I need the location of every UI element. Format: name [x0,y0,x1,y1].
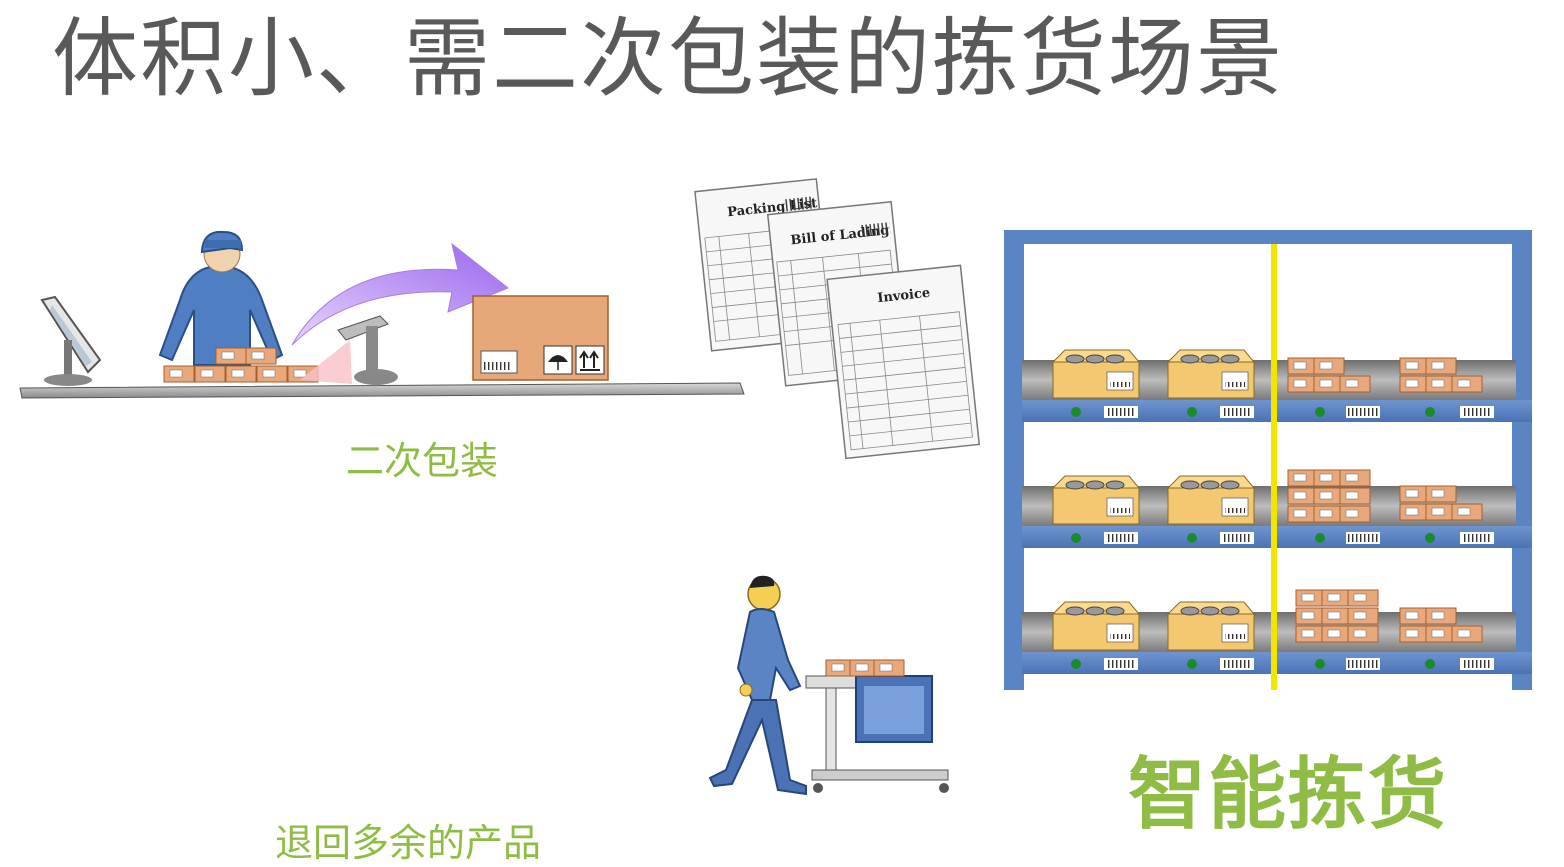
picking-shelf [1004,230,1532,690]
secondary-packing-caption: 二次包装 [346,430,498,485]
monitor-icon [42,297,100,386]
shelf-top-beam [1004,230,1532,244]
worker-figure [160,232,282,365]
umbrella-icon [544,346,572,374]
workbench [20,383,744,398]
return-extra-caption: 退回多余的产品 [275,812,541,867]
packing-station [20,232,744,398]
return-worker [710,576,949,794]
section-divider-line [1271,244,1277,690]
this-side-up-icon [576,346,604,374]
invoice-document: Invoice [827,265,979,458]
cart-icon [806,660,949,793]
worker-figure [710,576,806,794]
shelf-left-post [1004,230,1024,690]
smart-picking-caption: 智能拣货 [1128,732,1448,844]
document-stack: Packing List Bill of Lading [695,179,979,458]
shipping-carton [473,296,608,380]
